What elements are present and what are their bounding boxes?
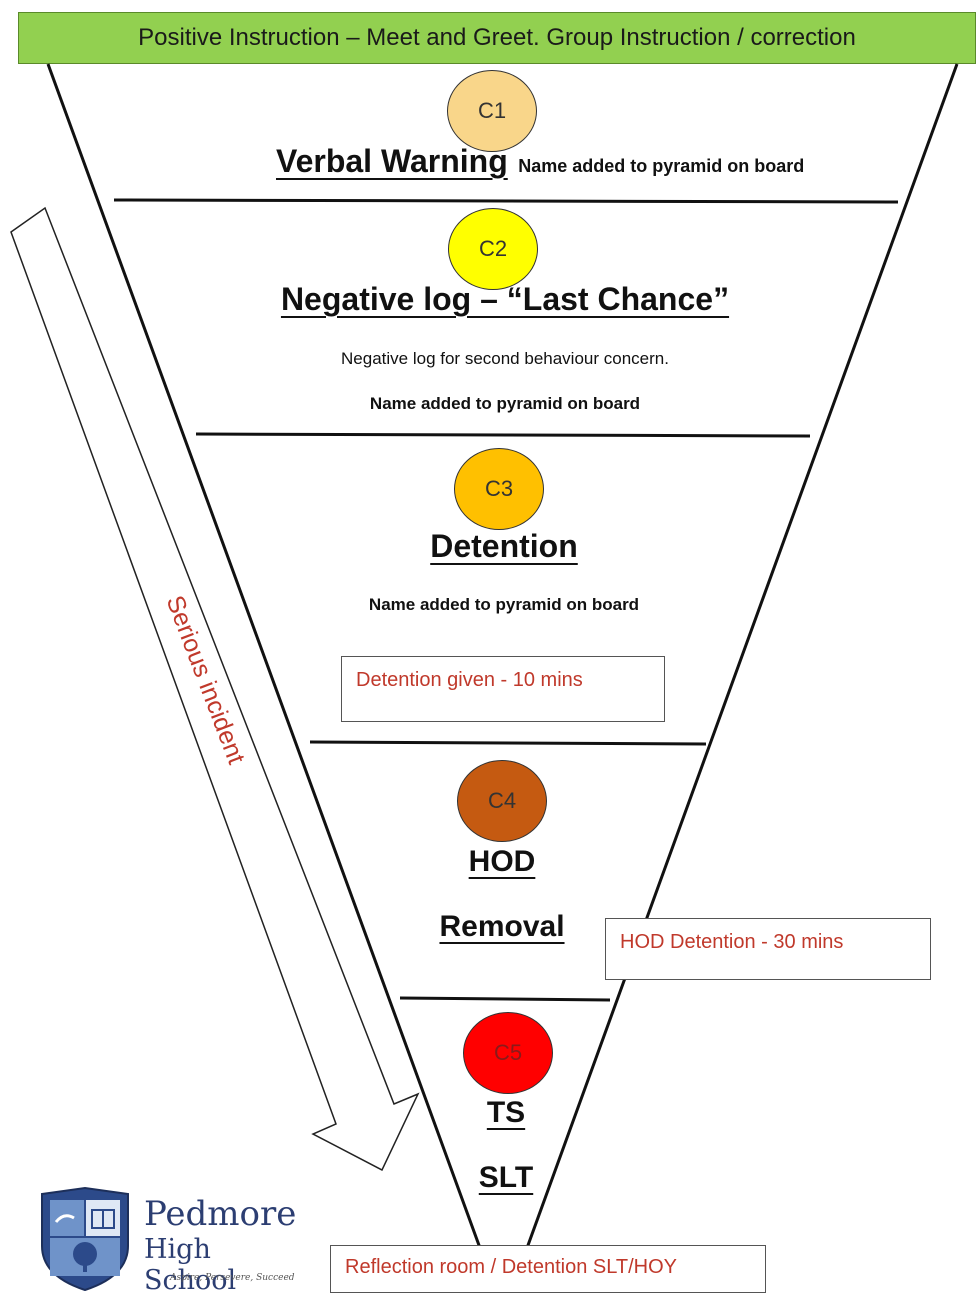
c2-title: Negative log – “Last Chance” (280, 281, 730, 317)
c2-line1: Negative log for second behaviour concer… (341, 349, 669, 368)
banner-text: Positive Instruction – Meet and Greet. G… (138, 24, 856, 51)
c1-title: Verbal Warning (276, 143, 508, 179)
c1-note: Name added to pyramid on board (518, 156, 805, 176)
pyramid-right-edge (525, 63, 959, 1249)
c5-title-slt: SLT (478, 1161, 534, 1194)
serious-incident-arrow (10, 206, 420, 1172)
divider-c3-c4 (309, 740, 707, 746)
header-banner: Positive Instruction – Meet and Greet. G… (18, 12, 976, 64)
c4-detention-box: HOD Detention - 30 mins (605, 918, 931, 980)
divider-c4-c5 (399, 996, 611, 1002)
c2-badge: C2 (448, 208, 538, 290)
school-name-line2: High School (144, 1234, 237, 1296)
c1-stage: Verbal Warning Name added to pyramid on … (276, 143, 804, 180)
c2-line2: Name added to pyramid on board (369, 394, 641, 413)
c1-badge: C1 (447, 70, 537, 152)
c4-badge: C4 (457, 760, 547, 842)
c3-note: Name added to pyramid on board (368, 595, 640, 614)
c4-title-removal: Removal (439, 910, 565, 943)
c5-badge: C5 (463, 1012, 553, 1094)
c3-badge: C3 (454, 448, 544, 530)
divider-c2-c3 (195, 432, 811, 438)
school-tagline: Aspire, Persevere, Succeed (170, 1273, 295, 1283)
c3-detention-box: Detention given - 10 mins (341, 656, 665, 722)
school-name-line1: Pedmore (144, 1194, 297, 1234)
c4-title-hod: HOD (468, 845, 536, 878)
school-logo: Pedmore High School Aspire, Persevere, S… (38, 1186, 308, 1296)
c5-title-ts: TS (486, 1096, 526, 1129)
school-crest-icon (41, 1186, 129, 1292)
divider-c1-c2 (113, 198, 899, 204)
c5-reflection-box: Reflection room / Detention SLT/HOY (330, 1245, 766, 1293)
c3-title: Detention (430, 528, 578, 564)
pyramid-left-edge (46, 63, 482, 1249)
